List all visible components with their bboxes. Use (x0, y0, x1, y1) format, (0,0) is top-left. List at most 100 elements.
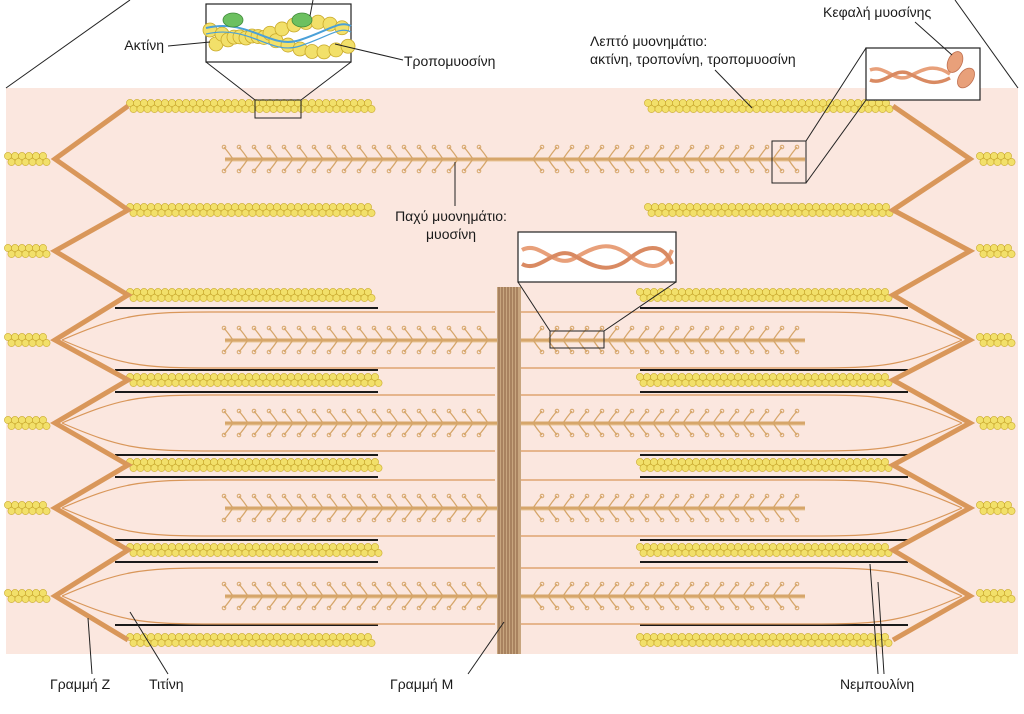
myosin-head-tip (644, 432, 650, 438)
actin-bead (371, 543, 379, 551)
myosin-head-tip (584, 605, 590, 611)
myosin-head-tip (674, 581, 680, 587)
myosin-head (727, 146, 738, 160)
myosin-head (358, 327, 369, 341)
myosin-head (742, 410, 753, 424)
myosin-head-tip (401, 349, 407, 355)
myosin-head (727, 495, 738, 509)
myosin-head-tip (446, 144, 452, 150)
tropomyosin-strand (205, 29, 352, 49)
myosin-head (298, 495, 309, 509)
myosin-head-tip (326, 493, 332, 499)
myosin-head-tip (674, 325, 680, 331)
myosin-head-tip (689, 493, 695, 499)
myosin-head (577, 495, 588, 509)
myosin-head-tip (569, 408, 575, 414)
myosin-head (607, 339, 618, 353)
myosin-head-tip (461, 325, 467, 331)
actin-bead (42, 422, 51, 430)
myosin-head (403, 583, 414, 597)
myosin-head (772, 507, 783, 521)
thin-filament-left (126, 99, 376, 113)
myosin-head-tip (221, 605, 227, 611)
myosin-head-tip (311, 144, 317, 150)
myosin-head-tip (659, 408, 665, 414)
myosin-head (532, 583, 543, 597)
inset-myosin-head (771, 47, 981, 184)
myosin-head (448, 146, 459, 160)
myosin-head-tip (599, 605, 605, 611)
myosin-head-tip (674, 517, 680, 523)
myosin-head (238, 595, 249, 609)
myosin-head-tip (569, 432, 575, 438)
myosin-head-tip (356, 581, 362, 587)
actin-bead (371, 458, 379, 466)
myosin-head (697, 583, 708, 597)
myosin-head (622, 327, 633, 341)
myosin-head (547, 495, 558, 509)
myosin-head-tip (629, 493, 635, 499)
myosin-head-tip (584, 168, 590, 174)
myosin-head (328, 595, 339, 609)
thin-filament-left (126, 288, 376, 302)
myosin-head (742, 422, 753, 436)
actin-bead (367, 639, 376, 647)
myosin-head-tip (401, 493, 407, 499)
myosin-head-tip (266, 517, 272, 523)
actin-stub-right (976, 152, 1016, 166)
myosin-head-tip (569, 349, 575, 355)
titin-strand (61, 507, 495, 537)
myosin-head (727, 410, 738, 424)
actin-stub-left (4, 152, 51, 166)
myosin-head-tip (311, 517, 317, 523)
myosin-head-tip (629, 325, 635, 331)
myosin-head (607, 583, 618, 597)
myosin-head (622, 146, 633, 160)
myosin-head (343, 495, 354, 509)
myosin-head-tip (584, 517, 590, 523)
myosin-head-tip (704, 349, 710, 355)
myosin-head-tip (476, 325, 482, 331)
myosin-head (712, 507, 723, 521)
myosin-head (283, 410, 294, 424)
myosin-head (343, 339, 354, 353)
myosin-head (607, 507, 618, 521)
myosin-head (328, 410, 339, 424)
myosin-head-tip (629, 168, 635, 174)
myosin-head (742, 327, 753, 341)
myosin-head-tip (431, 408, 437, 414)
myosin-head (403, 507, 414, 521)
myosin-head (223, 339, 234, 353)
myosin-head-tip (734, 168, 740, 174)
myosin-head (418, 507, 429, 521)
myosin-head (358, 507, 369, 521)
myosin-head (742, 339, 753, 353)
myosin-head (283, 146, 294, 160)
myosin-head-tip (614, 493, 620, 499)
titin-strand (520, 339, 963, 369)
myosin-head (313, 410, 324, 424)
myosin-head (652, 595, 663, 609)
titin-strand (520, 595, 963, 625)
myosin-head (238, 495, 249, 509)
myosin-head (343, 595, 354, 609)
myosin-head-tip (326, 605, 332, 611)
myosin-head (433, 595, 444, 609)
myosin-head (313, 583, 324, 597)
myosin-head (742, 495, 753, 509)
actin-bead (364, 633, 372, 641)
myosin-head-tip (266, 144, 272, 150)
myosin-head-tip (371, 325, 377, 331)
myosin-head-tip (734, 144, 740, 150)
myosin-head-tip (281, 168, 287, 174)
myosin-head-tip (704, 493, 710, 499)
z-disc-left (50, 103, 134, 643)
myosin-head-tip (416, 408, 422, 414)
myosin-head (592, 583, 603, 597)
myosin-head-tip (461, 493, 467, 499)
myosin-head-tip (599, 581, 605, 587)
myosin-head-tip (779, 408, 785, 414)
actin-stub-right (976, 589, 1016, 603)
myosin-head (253, 146, 264, 160)
inset-source-box (549, 330, 605, 349)
